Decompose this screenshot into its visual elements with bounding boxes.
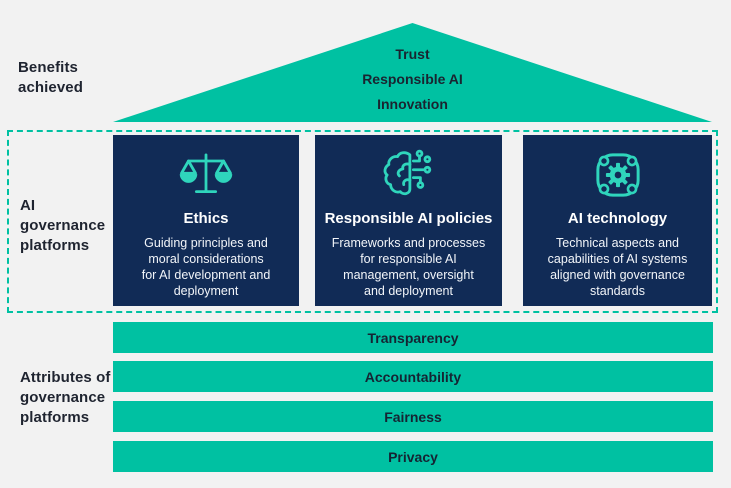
card-description: Technical aspects and capabilities of AI… — [547, 236, 688, 298]
bar-label: Fairness — [384, 408, 442, 425]
benefit-responsible-ai: Responsible AI — [362, 71, 463, 87]
card-description: Frameworks and processes for responsible… — [331, 236, 486, 298]
brain-circuit-icon — [383, 149, 431, 196]
ethics-card: Ethics Guiding principles and moral cons… — [113, 135, 299, 306]
attributes-governance-label: Attributes of governance platforms — [20, 369, 111, 426]
accountability-bar: Accountability — [113, 361, 713, 392]
benefit-innovation: Innovation — [377, 96, 448, 112]
roof-benefits-text: Trust Responsible AI Innovation — [113, 42, 712, 117]
bar-label: Accountability — [364, 368, 462, 385]
card-title: Responsible AI policies — [324, 210, 493, 227]
governance-platforms-region — [7, 130, 718, 313]
roof-triangle — [113, 23, 712, 122]
benefits-achieved-label: Benefits achieved — [18, 59, 84, 96]
ai-technology-card: AI technology Technical aspects and capa… — [523, 135, 712, 306]
card-title: Ethics — [183, 210, 229, 227]
scales-icon — [179, 153, 233, 194]
benefit-trust: Trust — [395, 46, 430, 62]
card-title: AI technology — [567, 210, 668, 227]
gear-network-icon — [595, 153, 640, 197]
bar-label: Privacy — [388, 448, 438, 465]
card-description: Guiding principles and moral considerati… — [141, 236, 271, 298]
privacy-bar: Privacy — [113, 441, 713, 472]
ai-governance-platforms-label: AI governance platforms — [20, 197, 106, 254]
fairness-bar: Fairness — [113, 401, 713, 432]
responsible-ai-policies-card: Responsible AI policies Frameworks and p… — [315, 135, 502, 306]
bar-label: Transparency — [367, 329, 459, 346]
transparency-bar: Transparency — [113, 322, 713, 353]
